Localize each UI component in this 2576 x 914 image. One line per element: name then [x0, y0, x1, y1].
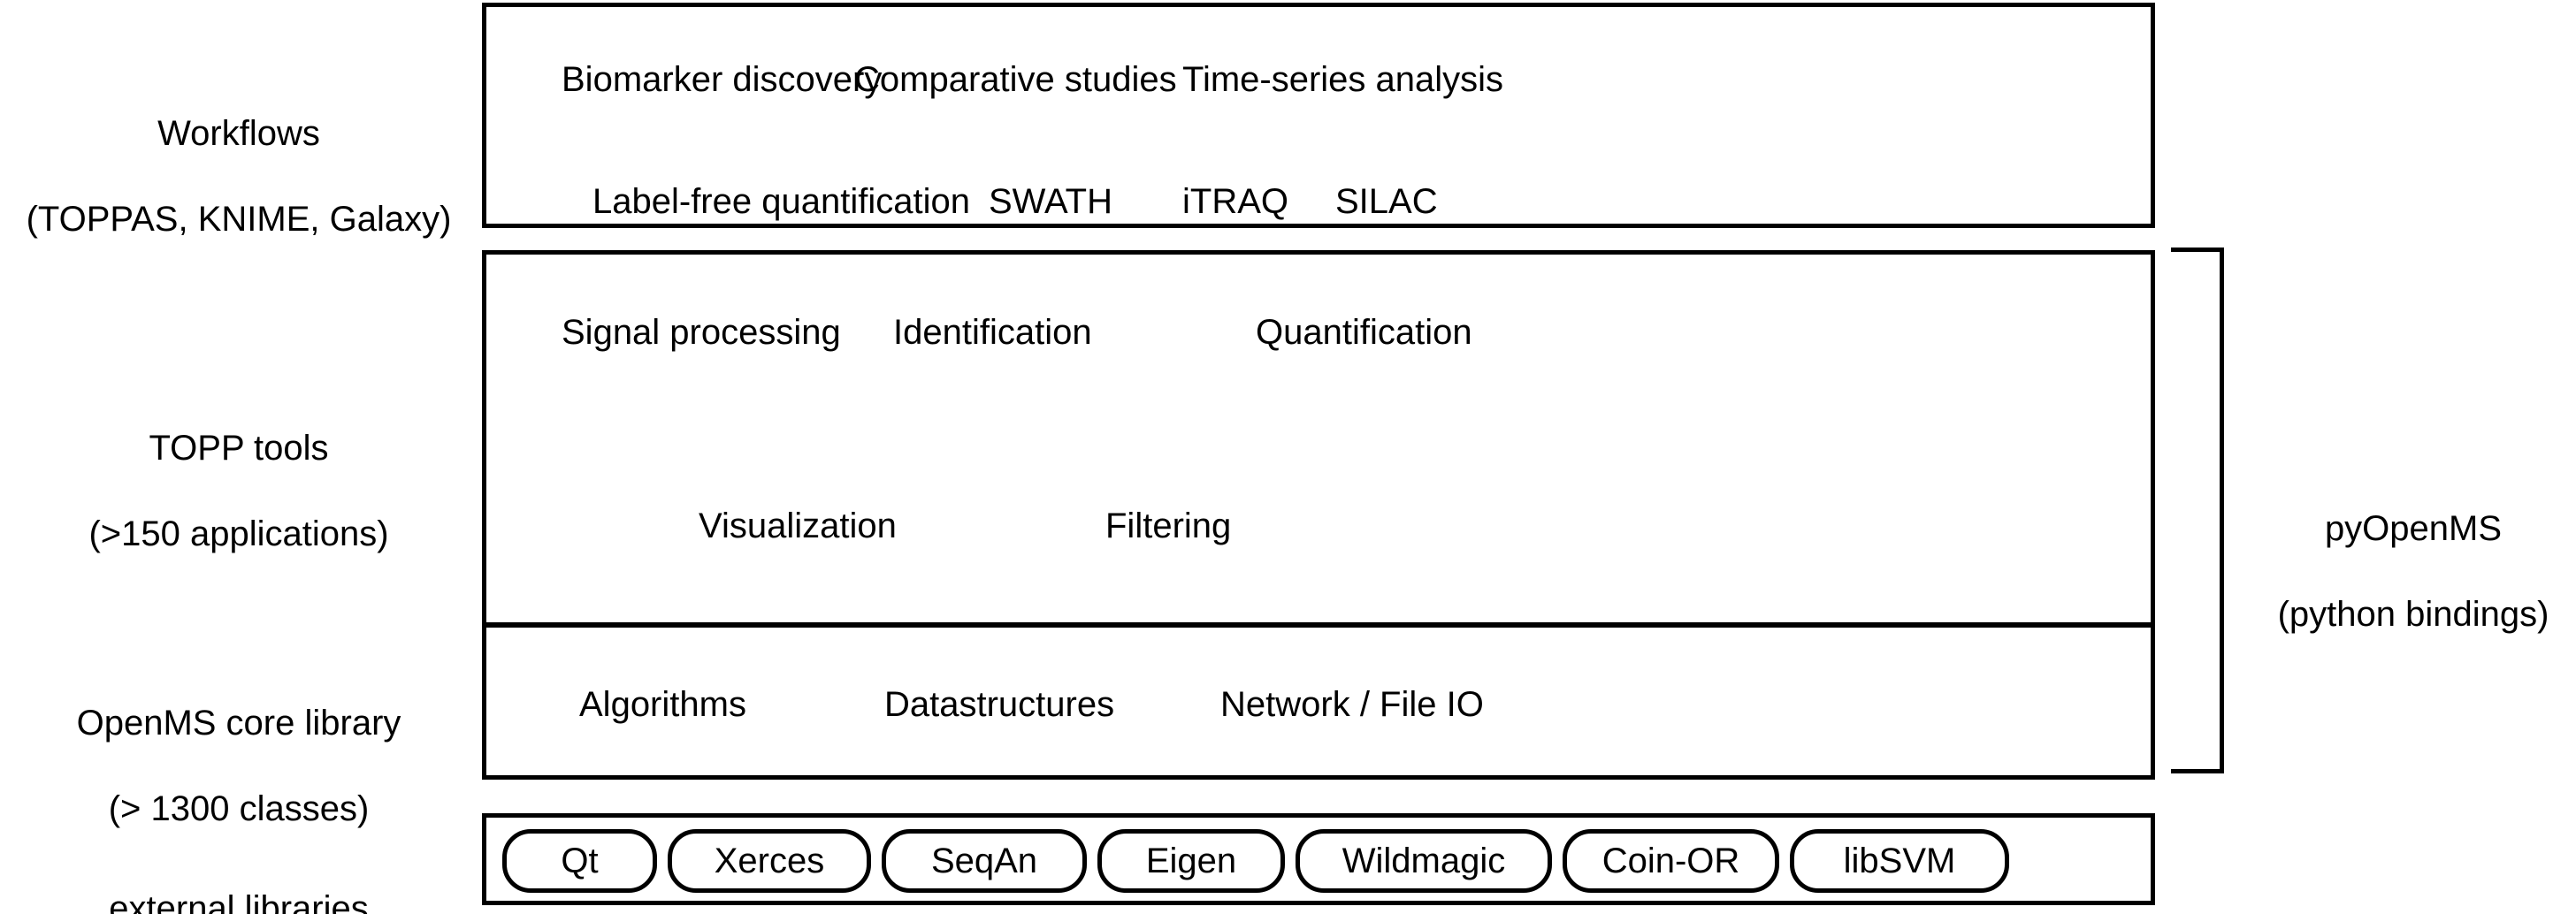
topp-item-quantification: Quantification	[1256, 313, 1472, 352]
topp-item-visualization: Visualization	[699, 507, 897, 545]
layer-box-topp-tools: Signal processing Identification Quantif…	[482, 250, 2155, 627]
topp-item-identification: Identification	[893, 313, 1092, 352]
core-item-datastructures: Datastructures	[884, 685, 1115, 724]
layer-label-openms-core-line2: (> 1300 classes)	[108, 789, 370, 829]
topp-item-filtering: Filtering	[1105, 507, 1232, 545]
layer-label-external-libraries-line1: external libraries	[109, 888, 369, 914]
topp-item-signal-processing: Signal processing	[562, 313, 841, 352]
workflow-item-itraq: iTRAQ	[1182, 182, 1288, 221]
workflow-item-swath: SWATH	[989, 182, 1112, 221]
external-library-pill-wildmagic[interactable]: Wildmagic	[1296, 829, 1552, 893]
layer-label-topp-tools-line2: (>150 applications)	[88, 514, 389, 554]
layer-box-external-libraries: Qt Xerces SeqAn Eigen Wildmagic Coin-OR …	[482, 813, 2155, 905]
external-library-pill-libsvm[interactable]: libSVM	[1790, 829, 2009, 893]
workflow-item-biomarker-discovery: Biomarker discovery	[562, 60, 883, 99]
layer-label-openms-core: OpenMS core library (> 1300 classes)	[0, 659, 478, 874]
external-library-pill-seqan[interactable]: SeqAn	[882, 829, 1087, 893]
core-item-algorithms: Algorithms	[579, 685, 746, 724]
workflow-item-time-series-analysis: Time-series analysis	[1182, 60, 1504, 99]
workflow-item-label-free-quantification: Label-free quantification	[592, 182, 970, 221]
layer-label-workflows: Workflows (TOPPAS, KNIME, Galaxy)	[0, 69, 478, 285]
external-library-pill-coin-or[interactable]: Coin-OR	[1563, 829, 1779, 893]
layer-label-topp-tools: TOPP tools (>150 applications)	[0, 384, 478, 599]
core-item-network-file-io: Network / File IO	[1220, 685, 1484, 724]
layer-box-openms-core: Algorithms Datastructures Network / File…	[482, 623, 2155, 780]
pyopenms-label-line2: (python bindings)	[2277, 595, 2549, 635]
layer-box-workflows: Biomarker discovery Comparative studies …	[482, 3, 2155, 228]
layer-label-topp-tools-line1: TOPP tools	[149, 428, 329, 468]
layer-label-openms-core-line1: OpenMS core library	[76, 703, 401, 743]
layer-label-workflows-line2: (TOPPAS, KNIME, Galaxy)	[26, 200, 452, 240]
external-library-pill-xerces[interactable]: Xerces	[668, 829, 871, 893]
layer-label-external-libraries: external libraries	[0, 844, 478, 914]
external-library-pill-eigen[interactable]: Eigen	[1097, 829, 1285, 893]
external-library-pill-qt[interactable]: Qt	[502, 829, 657, 893]
layer-label-workflows-line1: Workflows	[157, 113, 320, 153]
pyopenms-label-line1: pyOpenMS	[2324, 508, 2503, 548]
workflow-item-comparative-studies: Comparative studies	[854, 60, 1177, 99]
workflow-item-silac: SILAC	[1335, 182, 1438, 221]
pyopenms-label: pyOpenMS (python bindings)	[2251, 464, 2576, 680]
pyopenms-bracket	[2171, 248, 2224, 773]
external-library-pill-strip: Qt Xerces SeqAn Eigen Wildmagic Coin-OR …	[502, 829, 2009, 893]
